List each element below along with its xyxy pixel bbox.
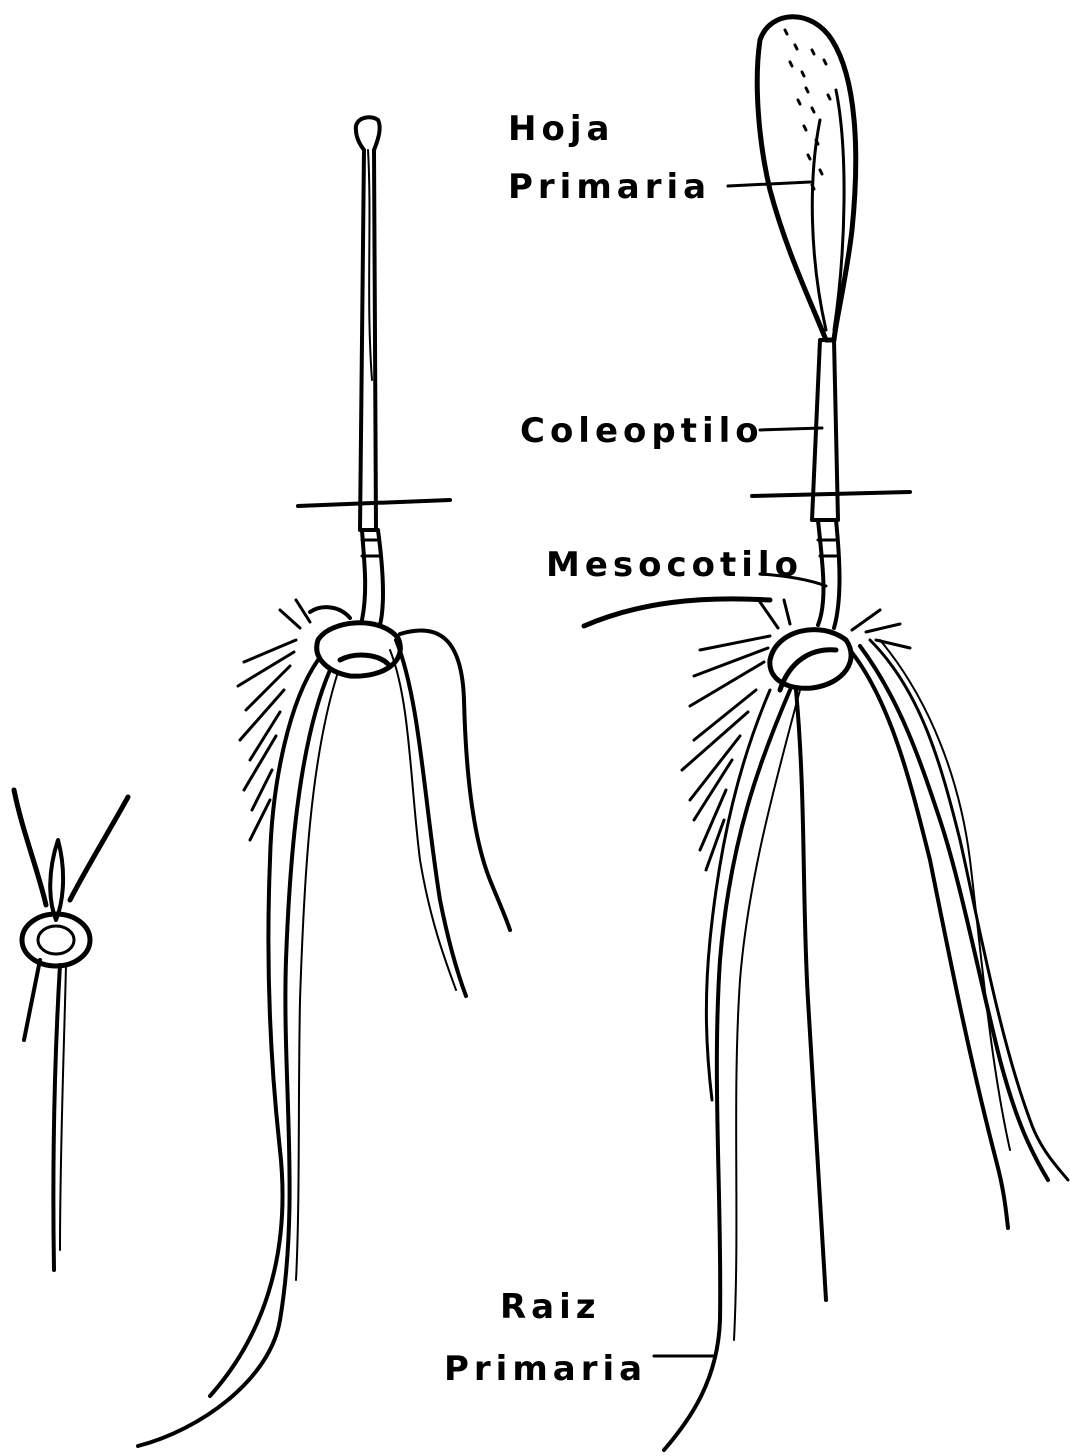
seedling-middle — [138, 117, 510, 1446]
label-hoja: Hoja — [508, 112, 614, 146]
label-raiz: Raiz — [500, 1290, 601, 1324]
leaf-stipple — [785, 30, 830, 189]
label-primaria-leaf: Primaria — [508, 170, 711, 204]
leader-hoja-primaria — [728, 182, 810, 186]
label-mesocotilo: Mesocotilo — [546, 548, 803, 582]
label-primaria-root: Primaria — [444, 1352, 647, 1386]
germinating-seed — [14, 790, 128, 1270]
label-coleoptilo: Coleoptilo — [520, 414, 764, 448]
leader-coleoptilo — [760, 428, 822, 430]
seedling-right — [584, 17, 1068, 1450]
soil-line-right — [752, 492, 910, 496]
